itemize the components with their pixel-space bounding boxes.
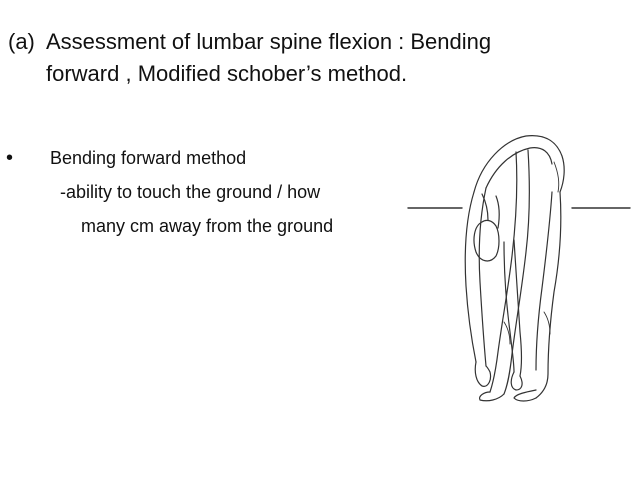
sub-point-line-2: many cm away from the ground [81, 216, 334, 236]
title-line-1: Assessment of lumbar spine flexion : Ben… [46, 29, 492, 54]
title-line-2: forward , Modified schober’s method. [46, 61, 408, 86]
bullet-icon: • [6, 147, 14, 169]
forward-bend-figure-illustration [404, 122, 634, 412]
title-label: (a) [8, 29, 35, 54]
bullet-text: Bending forward method [50, 148, 247, 168]
sub-point-line-1: -ability to touch the ground / how [60, 182, 321, 202]
